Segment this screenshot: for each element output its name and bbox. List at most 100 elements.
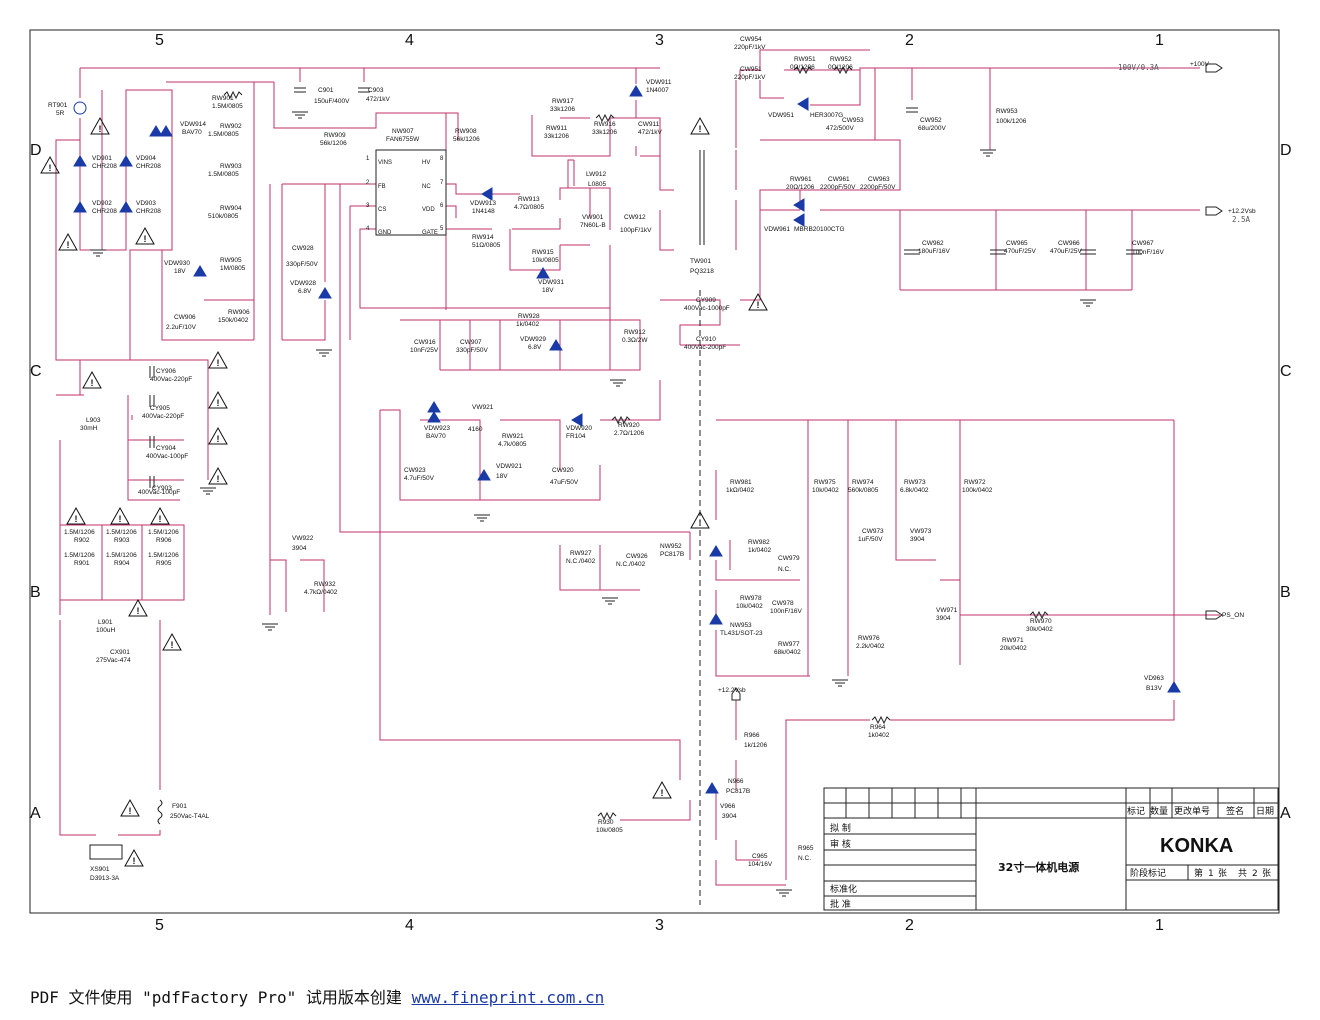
component-label: HER3007G: [810, 112, 843, 119]
component-label: F901: [172, 803, 187, 810]
component-label: CW978: [772, 600, 794, 607]
component-label: 100uH: [96, 627, 115, 634]
component-label: RW916: [594, 121, 616, 128]
component-label: N.C./0402: [616, 561, 646, 568]
component-label: 2.2uF/10V: [166, 324, 197, 331]
component-label: CHR208: [92, 163, 117, 170]
component-label: PQ3218: [690, 268, 714, 275]
component-label: RW976: [858, 635, 880, 642]
warning-icon: !: [90, 116, 110, 135]
component-label: 1uF/50V: [858, 536, 883, 543]
zone-top-2: 2: [905, 32, 914, 49]
zone-top-4: 4: [405, 32, 414, 49]
warning-icon: !: [208, 390, 228, 409]
component-label: VDW929: [520, 336, 546, 343]
component-label: 400Vac-220pF: [150, 376, 192, 383]
component-label: 33k1206: [550, 106, 575, 113]
warning-icons: !!!!!!!!!!!!!!!!!!!!: [40, 116, 768, 867]
component-label: RW920: [618, 422, 640, 429]
component-label: RW970: [1030, 618, 1052, 625]
svg-text:!: !: [217, 474, 220, 484]
component-label: 1.5M/1206: [64, 552, 95, 559]
component-label: 4.7Ω/0805: [514, 204, 545, 211]
svg-text:!: !: [661, 788, 664, 798]
component-label: VW922: [292, 535, 314, 542]
component-label: VW901: [582, 214, 604, 221]
component-label: 400Vac-100pF: [138, 489, 180, 496]
component-label: CW906: [174, 314, 196, 321]
component-label: L903: [86, 417, 101, 424]
component-label: N.C./0402: [566, 558, 596, 565]
ic-pin-2-name: FB: [378, 184, 386, 190]
svg-text:!: !: [67, 240, 70, 250]
component-label: TL431/SOT-23: [720, 630, 763, 637]
component-label: 18V: [174, 268, 186, 275]
svg-text:!: !: [159, 514, 162, 524]
svg-text:!: !: [217, 434, 220, 444]
component-label: 1.5M/0805: [212, 103, 243, 110]
component-label: CW928: [292, 245, 314, 252]
zone-left-B: B: [30, 584, 41, 601]
component-label: 18V: [542, 287, 554, 294]
footer-link[interactable]: www.fineprint.com.cn: [411, 988, 605, 1007]
component-label: 2200pF/50V: [820, 184, 856, 191]
component-label: 10k/0402: [736, 603, 763, 610]
ic-pin-6-number: 6: [440, 203, 444, 209]
component-label: CW907: [460, 339, 482, 346]
component-label: CW967: [1132, 240, 1154, 247]
net-100v-label: 100V/0.3A: [1118, 63, 1159, 72]
component-label: VDW914: [180, 121, 206, 128]
component-label: 10k/0805: [596, 827, 623, 834]
component-label: 220pF/1kV: [734, 74, 766, 81]
component-label: RW902: [220, 123, 242, 130]
component-label: VDW930: [164, 260, 190, 267]
component-label: VDW911: [646, 79, 672, 86]
tb-col-date: 日期: [1256, 806, 1274, 817]
zone-bottom-2: 2: [905, 917, 914, 934]
component-label: 100pF/1kV: [620, 227, 652, 234]
component-label: RW915: [532, 249, 554, 256]
component-label: VD963: [1144, 675, 1164, 682]
tb-drafted: 拟 制: [830, 822, 851, 834]
warning-icon: !: [150, 506, 170, 525]
component-label: 30k/0402: [1026, 626, 1053, 633]
component-label: RW914: [472, 234, 494, 241]
component-label: 330pF/50V: [456, 347, 488, 354]
component-label: VDW931: [538, 279, 564, 286]
component-label: 33k1206: [544, 133, 569, 140]
component-label: 1N4007: [646, 87, 669, 94]
svg-text:!: !: [133, 856, 136, 866]
component-label: L901: [98, 619, 113, 626]
svg-text:!: !: [217, 398, 220, 408]
component-label: CW979: [778, 555, 800, 562]
component-label: VDW951: [768, 112, 794, 119]
component-label: 400Vac-200pF: [684, 344, 726, 351]
component-label: RW971: [1002, 637, 1024, 644]
component-label: VW971: [936, 607, 958, 614]
component-label: CW923: [404, 467, 426, 474]
component-label: CHR208: [136, 208, 161, 215]
ic-pin-5-name: GATE: [422, 230, 438, 236]
component-label: 3904: [292, 545, 307, 552]
net-12v-opto: +12.2Vsb: [718, 687, 746, 694]
component-label: 3904: [910, 536, 925, 543]
component-label: 1kΩ/0402: [726, 487, 754, 494]
component-label: C965: [752, 853, 768, 860]
component-label: CY906: [156, 368, 176, 375]
warning-icon: !: [124, 848, 144, 867]
component-label: RW982: [748, 539, 770, 546]
component-label: BAV70: [182, 129, 202, 136]
component-label: 1k0402: [868, 732, 890, 739]
component-label: RW932: [314, 581, 336, 588]
component-label: 6.8k/0402: [900, 487, 929, 494]
component-label: CW926: [626, 553, 648, 560]
component-label: RW913: [518, 196, 540, 203]
component-label: 33k1206: [592, 129, 617, 136]
zone-top-5: 5: [155, 32, 164, 49]
component-label: CY909: [696, 297, 716, 304]
component-label: R904: [114, 560, 130, 567]
component-label: 100nF/16V: [770, 608, 802, 615]
component-label: N.C.: [798, 855, 811, 862]
component-label: NW952: [660, 543, 682, 550]
